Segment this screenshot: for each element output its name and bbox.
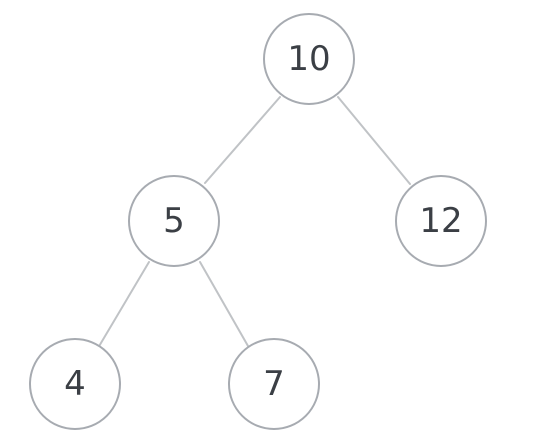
node-5-circle xyxy=(128,175,220,267)
node-12: 12 xyxy=(395,175,487,267)
node-7: 7 xyxy=(228,338,320,430)
node-12-label: 12 xyxy=(419,201,462,241)
node-4-label: 4 xyxy=(64,364,86,404)
node-7-circle xyxy=(228,338,320,430)
node-10-label: 10 xyxy=(287,39,330,79)
node-12-circle xyxy=(395,175,487,267)
node-4-circle xyxy=(29,338,121,430)
edge-5-7 xyxy=(199,261,249,347)
node-5-label: 5 xyxy=(163,201,185,241)
node-10: 10 xyxy=(263,13,355,105)
node-5: 5 xyxy=(128,175,220,267)
edges xyxy=(97,96,411,349)
node-4: 4 xyxy=(29,338,121,430)
node-7-label: 7 xyxy=(263,364,285,404)
edge-10-12 xyxy=(337,96,411,185)
edge-10-5 xyxy=(204,96,281,184)
edge-5-4 xyxy=(97,261,150,349)
node-10-circle xyxy=(263,13,355,105)
